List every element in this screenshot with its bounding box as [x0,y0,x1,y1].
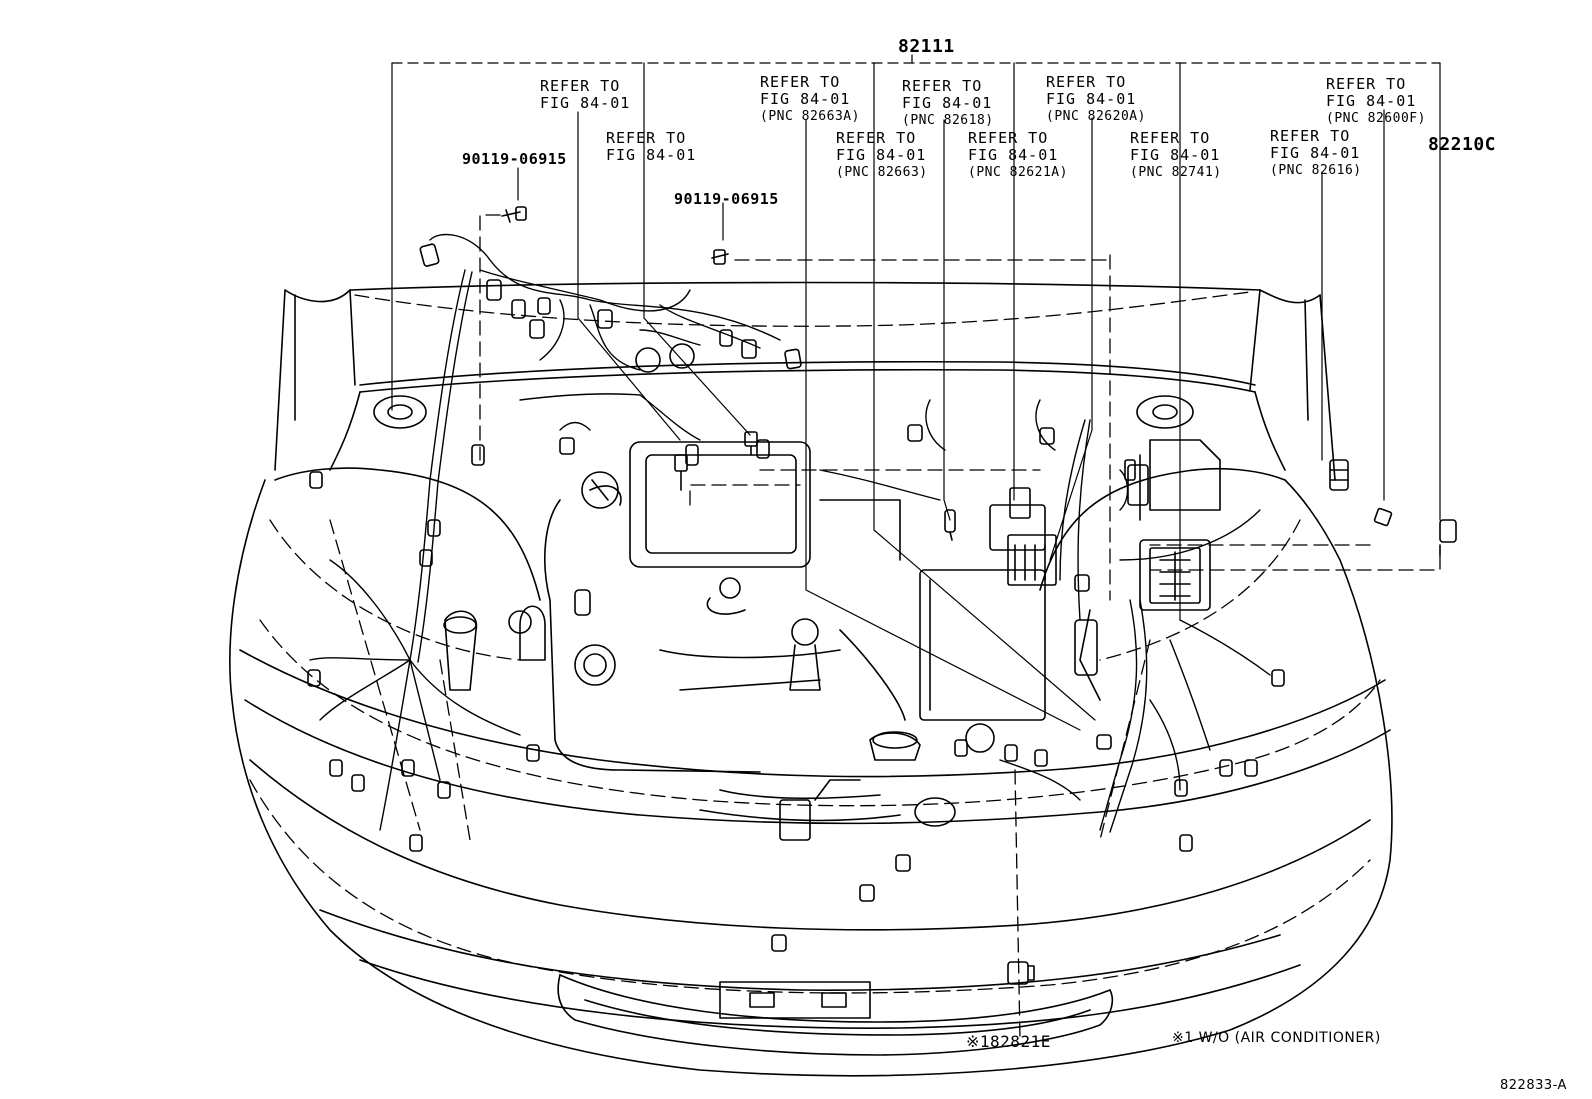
bolt-icon [674,454,688,491]
hood-outline [274,281,1336,481]
body-outline [229,467,1393,1077]
fig-line: FIG 84-01 [1046,90,1137,108]
refer-label: REFER TO FIG 84-01 (PNC 82620A) [1046,74,1146,125]
pnc-line: (PNC 82741) [1130,165,1222,180]
part-number-82111: 82111 [898,36,955,57]
refer-label: REFER TO FIG 84-01 (PNC 82616) [1270,128,1362,179]
refer-label: REFER TO FIG 84-01 (PNC 82600F) [1326,76,1426,127]
bottom-part-number: ※182821E [966,1032,1051,1051]
refer-line: REFER TO [1270,127,1351,145]
refer-line: REFER TO [1326,75,1407,93]
fig-line: FIG 84-01 [760,90,851,108]
refer-label: REFER TO FIG 84-01 (PNC 82618) [902,78,994,129]
fig-line: FIG 84-01 [1270,144,1361,162]
pnc-line: (PNC 82616) [1270,163,1362,178]
refer-line: REFER TO [968,129,1049,147]
pnc-line: (PNC 82600F) [1326,111,1426,126]
right-connectors [944,507,1457,985]
refer-line: REFER TO [1046,73,1127,91]
refer-line: REFER TO [836,129,917,147]
engine-block [443,441,1046,841]
bolt-part-number: 90119-06915 [462,150,567,168]
fig-line: FIG 84-01 [1130,146,1221,164]
footnote: ※1 W/O (AIR CONDITIONER) [1172,1030,1381,1046]
refer-label: REFER TO FIG 84-01 (PNC 82621A) [968,130,1068,181]
bumper-dashed [249,214,1441,1041]
pnc-line: (PNC 82618) [902,113,994,128]
refer-line: REFER TO [540,77,621,95]
bolt-icon [744,431,758,456]
refer-line: REFER TO [1130,129,1211,147]
refer-label: REFER TO FIG 84-01 (PNC 82663A) [760,74,860,125]
fig-line: FIG 84-01 [606,146,697,164]
part-number-82210c: 82210C [1428,134,1497,155]
bolt-part-number: 90119-06915 [674,190,779,208]
refer-line: REFER TO [760,73,841,91]
pnc-line: (PNC 82620A) [1046,109,1146,124]
fig-line: FIG 84-01 [1326,92,1417,110]
bolt-icon [711,249,729,265]
bolt-icon [501,206,527,223]
refer-label: REFER TO FIG 84-01 (PNC 82663) [836,130,928,181]
fig-line: FIG 84-01 [902,94,993,112]
refer-label: REFER TO FIG 84-01 [540,78,630,112]
wire-harness [309,233,1271,833]
refer-label: REFER TO FIG 84-01 (PNC 82741) [1130,130,1222,181]
refer-line: REFER TO [606,129,687,147]
pnc-line: (PNC 82663A) [760,109,860,124]
pnc-line: (PNC 82621A) [968,165,1068,180]
junction-blocks [989,439,1221,701]
firewall [329,360,1286,471]
upper-connectors [419,243,1055,466]
fig-line: FIG 84-01 [540,94,631,112]
fig-line: FIG 84-01 [836,146,927,164]
pnc-line: (PNC 82663) [836,165,928,180]
refer-line: REFER TO [902,77,983,95]
refer-label: REFER TO FIG 84-01 [606,130,696,164]
grille [557,974,1114,1056]
illustration-id: 822833-A [1500,1078,1567,1093]
fig-line: FIG 84-01 [968,146,1059,164]
clip-connectors [307,444,1349,952]
